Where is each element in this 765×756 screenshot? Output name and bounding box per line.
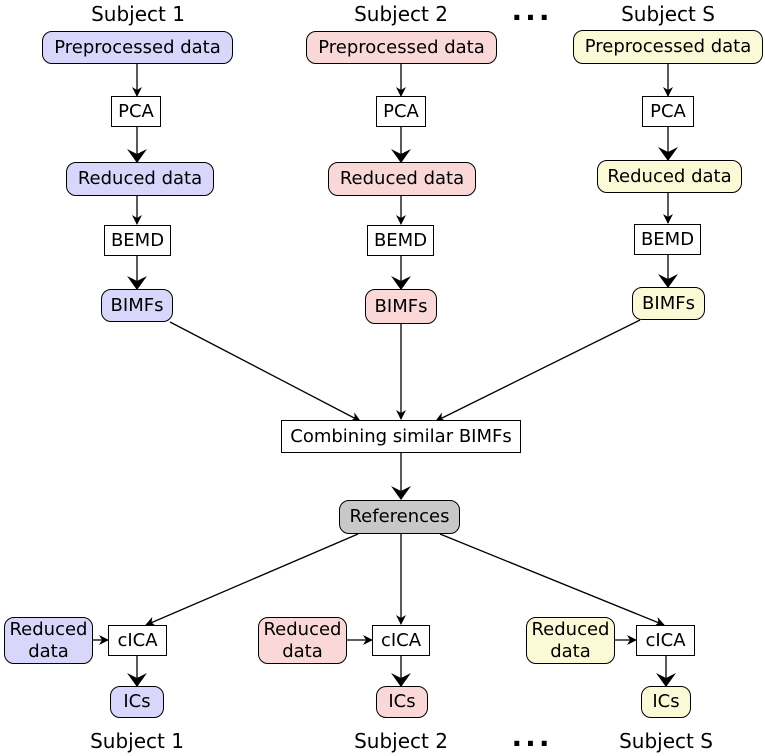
bottom-label-subject-2: Subject 2 xyxy=(354,729,448,753)
reduced-data-s: Reduced data xyxy=(597,160,742,193)
edge-bimf3-combine xyxy=(435,319,641,422)
top-label-subject-s: Subject S xyxy=(621,2,715,26)
reduced-data-bottom-1: Reduced data xyxy=(4,617,93,664)
top-ellipsis: ... xyxy=(511,0,553,27)
ics-s: ICs xyxy=(641,686,691,718)
edge-ref-cica3 xyxy=(439,533,665,627)
combining-similar-bimfs: Combining similar BIMFs xyxy=(281,420,521,453)
pca-s: PCA xyxy=(642,96,694,127)
bemd-s: BEMD xyxy=(634,224,701,255)
top-label-subject-2: Subject 2 xyxy=(354,2,448,26)
preprocessed-data-s: Preprocessed data xyxy=(573,30,763,64)
bemd-1: BEMD xyxy=(104,225,171,256)
bottom-ellipsis: ... xyxy=(511,720,553,753)
ics-1: ICs xyxy=(110,686,164,718)
ics-2: ICs xyxy=(376,686,428,718)
pca-1: PCA xyxy=(111,96,161,127)
bimfs-1: BIMFs xyxy=(101,289,173,322)
reduced-data-bottom-2: Reduced data xyxy=(258,617,347,664)
reduced-data-bottom-1-line2: data xyxy=(28,640,69,662)
reduced-data-bottom-s-line1: Reduced xyxy=(531,618,610,640)
reduced-data-bottom-s-line2: data xyxy=(550,640,591,662)
reduced-data-bottom-1-line1: Reduced xyxy=(9,618,88,640)
reduced-data-2: Reduced data xyxy=(328,162,476,196)
reduced-data-1: Reduced data xyxy=(66,162,214,196)
pca-2: PCA xyxy=(376,96,426,127)
cica-2: cICA xyxy=(372,625,430,656)
cica-s: cICA xyxy=(636,625,695,656)
references: References xyxy=(339,500,460,534)
top-label-subject-1: Subject 1 xyxy=(91,2,185,26)
bemd-2: BEMD xyxy=(367,225,434,256)
bottom-label-subject-1: Subject 1 xyxy=(90,729,184,753)
reduced-data-bottom-2-line1: Reduced xyxy=(263,618,342,640)
preprocessed-data-1: Preprocessed data xyxy=(42,31,233,64)
bimfs-2: BIMFs xyxy=(365,289,437,324)
reduced-data-bottom-2-line2: data xyxy=(282,640,323,662)
reduced-data-bottom-s: Reduced data xyxy=(526,617,615,664)
bottom-label-subject-s: Subject S xyxy=(619,729,713,753)
preprocessed-data-2: Preprocessed data xyxy=(306,31,497,64)
bimfs-s: BIMFs xyxy=(632,287,705,320)
cica-1: cICA xyxy=(108,625,167,656)
edge-bimf1-combine xyxy=(169,321,361,422)
edge-ref-cica1 xyxy=(145,533,359,627)
